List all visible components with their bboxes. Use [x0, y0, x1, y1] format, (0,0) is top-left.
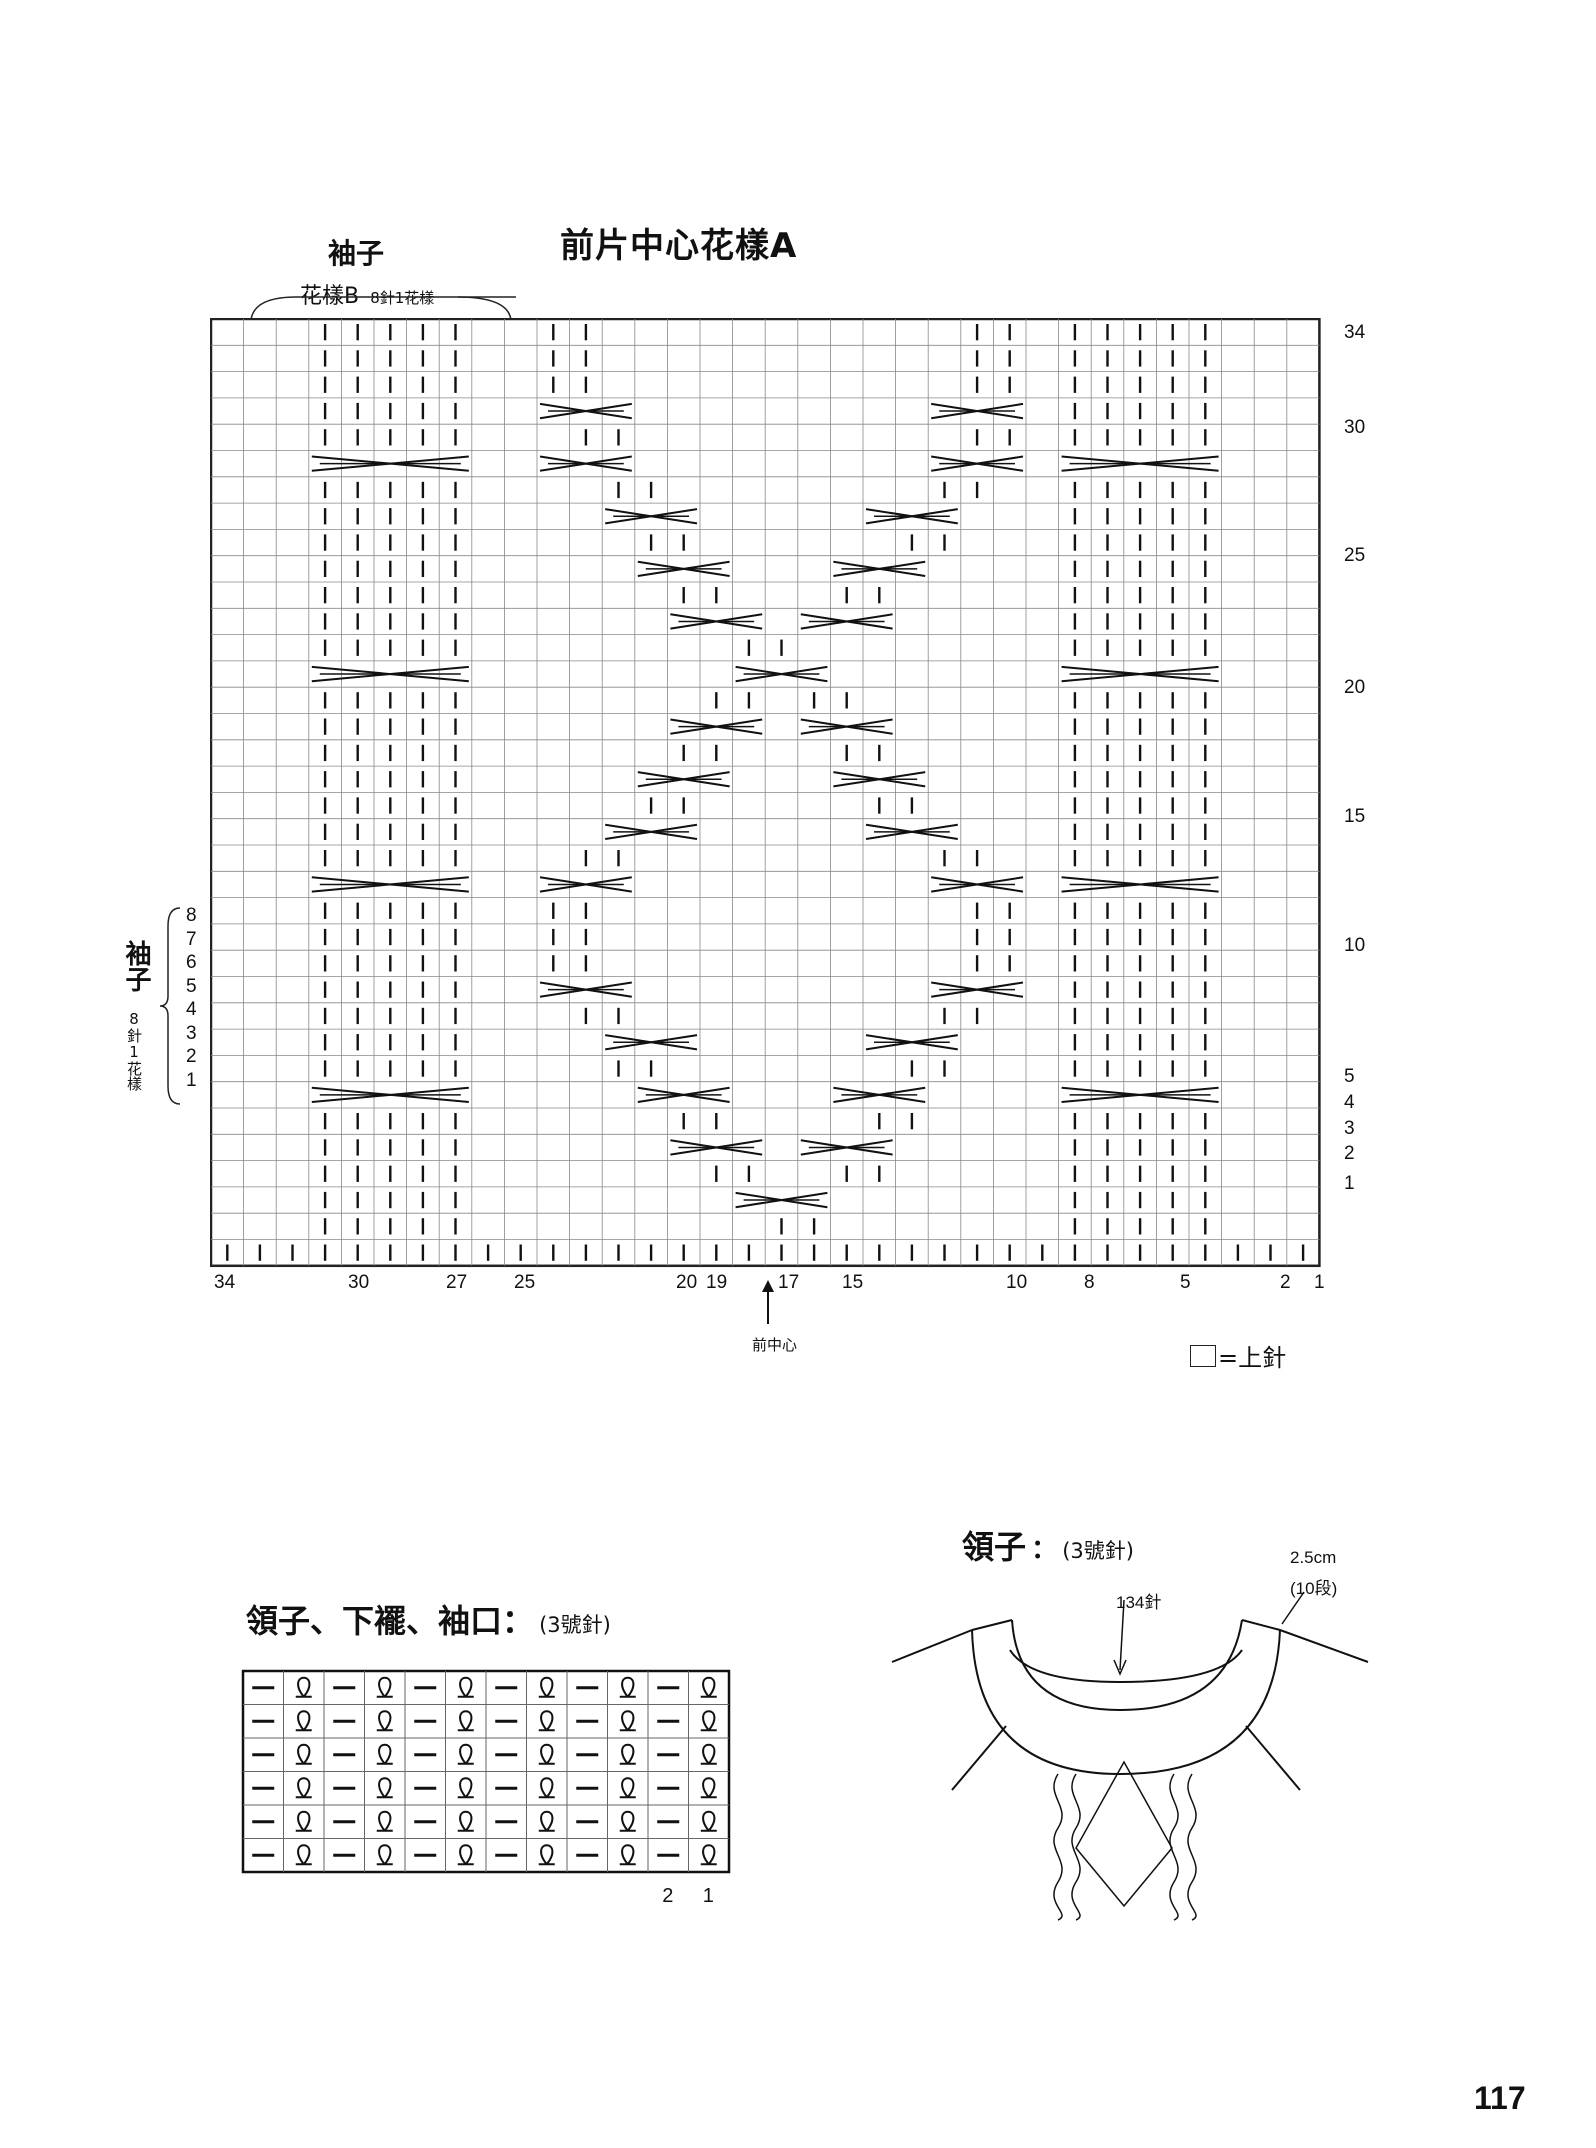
side-bracket — [160, 907, 181, 1105]
twisted-knit-stitch-mark — [457, 1844, 474, 1866]
collar-needle: (3號針) — [1062, 1539, 1134, 1563]
right-row-label: 34 — [1344, 322, 1366, 343]
twisted-knit-stitch-mark — [700, 1743, 717, 1765]
twisted-knit-stitch-mark — [538, 1676, 555, 1698]
twisted-knit-stitch-mark — [457, 1710, 474, 1732]
twisted-knit-stitch-mark — [295, 1676, 312, 1698]
twisted-knit-stitch-mark — [376, 1810, 393, 1832]
twisted-knit-stitch-mark — [457, 1743, 474, 1765]
side-row-label: 6 — [186, 952, 197, 973]
twisted-knit-stitch-mark — [457, 1810, 474, 1832]
legend-empty-square-icon — [1190, 1344, 1216, 1367]
bottom-stitch-label: 15 — [842, 1272, 864, 1293]
chart-b-heading: 領子、下襬、袖口： (3號針) — [246, 1596, 611, 1642]
bottom-stitch-label: 19 — [706, 1272, 728, 1293]
right-row-label: 25 — [1344, 545, 1366, 566]
twisted-knit-stitch-mark — [700, 1710, 717, 1732]
bottom-stitch-label: 17 — [778, 1272, 800, 1293]
side-sleeve-label: 袖子 — [121, 940, 151, 992]
side-row-label: 8 — [186, 905, 197, 926]
twisted-knit-stitch-mark — [376, 1710, 393, 1732]
right-row-label: 20 — [1344, 677, 1366, 698]
collar-stitches-label: 134針 — [1116, 1593, 1162, 1612]
collar-heading: 領子 ： (3號針) — [962, 1522, 1134, 1568]
bottom-stitch-label: 10 — [1006, 1272, 1028, 1293]
twisted-knit-stitch-mark — [700, 1676, 717, 1698]
twisted-knit-stitch-mark — [619, 1676, 636, 1698]
side-row-label: 3 — [186, 1022, 197, 1044]
chart-a-grid — [210, 318, 1321, 1268]
twisted-knit-stitch-mark — [376, 1676, 393, 1698]
right-row-label: 1 — [1344, 1173, 1355, 1194]
twisted-knit-stitch-mark — [538, 1844, 555, 1866]
collar-colon: ： — [1031, 1535, 1058, 1565]
bottom-stitch-label: 27 — [446, 1272, 468, 1293]
bottom-stitch-label: 8 — [1084, 1272, 1095, 1293]
twisted-knit-stitch-mark — [538, 1710, 555, 1732]
legend: =上針 — [1190, 1338, 1286, 1373]
sleeve-pattern-note: 8針1花樣 — [370, 289, 435, 307]
chart-b-title: 領子、下襬、袖口： — [246, 1602, 535, 1640]
twisted-knit-stitch-mark — [700, 1810, 717, 1832]
collar-title: 領子 — [962, 1528, 1027, 1566]
bottom-stitch-label: 30 — [348, 1272, 370, 1293]
bottom-stitch-label: 20 — [676, 1272, 698, 1293]
right-row-label: 2 — [1344, 1143, 1355, 1164]
right-row-label: 15 — [1344, 806, 1366, 827]
side-row-label: 7 — [186, 928, 197, 950]
twisted-knit-stitch-mark — [619, 1743, 636, 1765]
col-label: 2 — [662, 1885, 673, 1907]
chart-b-needle: (3號針) — [539, 1613, 611, 1637]
right-row-label: 30 — [1344, 417, 1366, 438]
twisted-knit-stitch-mark — [619, 1844, 636, 1866]
twisted-knit-stitch-mark — [295, 1743, 312, 1765]
twisted-knit-stitch-mark — [376, 1743, 393, 1765]
bottom-stitch-label: 34 — [214, 1272, 236, 1293]
twisted-knit-stitch-mark — [619, 1777, 636, 1799]
side-row-label: 1 — [186, 1069, 197, 1091]
twisted-knit-stitch-mark — [538, 1743, 555, 1765]
legend-text: =上針 — [1218, 1344, 1287, 1372]
bottom-stitch-label: 25 — [514, 1272, 536, 1293]
center-arrow-icon — [762, 1280, 774, 1324]
right-row-label: 4 — [1344, 1092, 1355, 1113]
twisted-knit-stitch-mark — [457, 1777, 474, 1799]
bottom-stitch-label: 1 — [1314, 1272, 1325, 1293]
twisted-knit-stitch-mark — [619, 1710, 636, 1732]
page-number: 117 — [1474, 2080, 1526, 2116]
twisted-knit-stitch-mark — [295, 1710, 312, 1732]
bottom-stitch-label: 2 — [1280, 1272, 1291, 1293]
bottom-stitch-label: 5 — [1180, 1272, 1191, 1293]
center-label: 前中心 — [752, 1336, 798, 1354]
side-sleeve-note: 8針1花樣 — [125, 1010, 143, 1091]
twisted-knit-stitch-mark — [457, 1676, 474, 1698]
collar-diagram — [891, 1591, 1369, 1921]
col-label: 1 — [703, 1885, 714, 1907]
twisted-knit-stitch-mark — [538, 1777, 555, 1799]
right-row-label: 3 — [1344, 1118, 1355, 1139]
side-row-label: 2 — [186, 1046, 197, 1067]
right-row-label: 10 — [1344, 935, 1366, 956]
side-row-label: 5 — [186, 975, 197, 997]
twisted-knit-stitch-mark — [295, 1777, 312, 1799]
twisted-knit-stitch-mark — [700, 1777, 717, 1799]
side-row-label: 4 — [186, 999, 197, 1020]
sleeve-pattern-bracket — [250, 296, 516, 321]
chart-b-grid: 65432121 — [241, 1669, 731, 1907]
twisted-knit-stitch-mark — [295, 1810, 312, 1832]
twisted-knit-stitch-mark — [376, 1844, 393, 1866]
collar-rows-label: (10段) — [1290, 1579, 1338, 1598]
collar-width-label: 2.5cm — [1290, 1548, 1337, 1567]
twisted-knit-stitch-mark — [700, 1844, 717, 1866]
twisted-knit-stitch-mark — [376, 1777, 393, 1799]
twisted-knit-stitch-mark — [538, 1810, 555, 1832]
twisted-knit-stitch-mark — [619, 1810, 636, 1832]
sleeve-title: 袖子 — [328, 237, 385, 270]
chart-a-title: 前片中心花樣A — [560, 226, 798, 266]
right-row-label: 5 — [1344, 1066, 1355, 1087]
twisted-knit-stitch-mark — [295, 1844, 312, 1866]
